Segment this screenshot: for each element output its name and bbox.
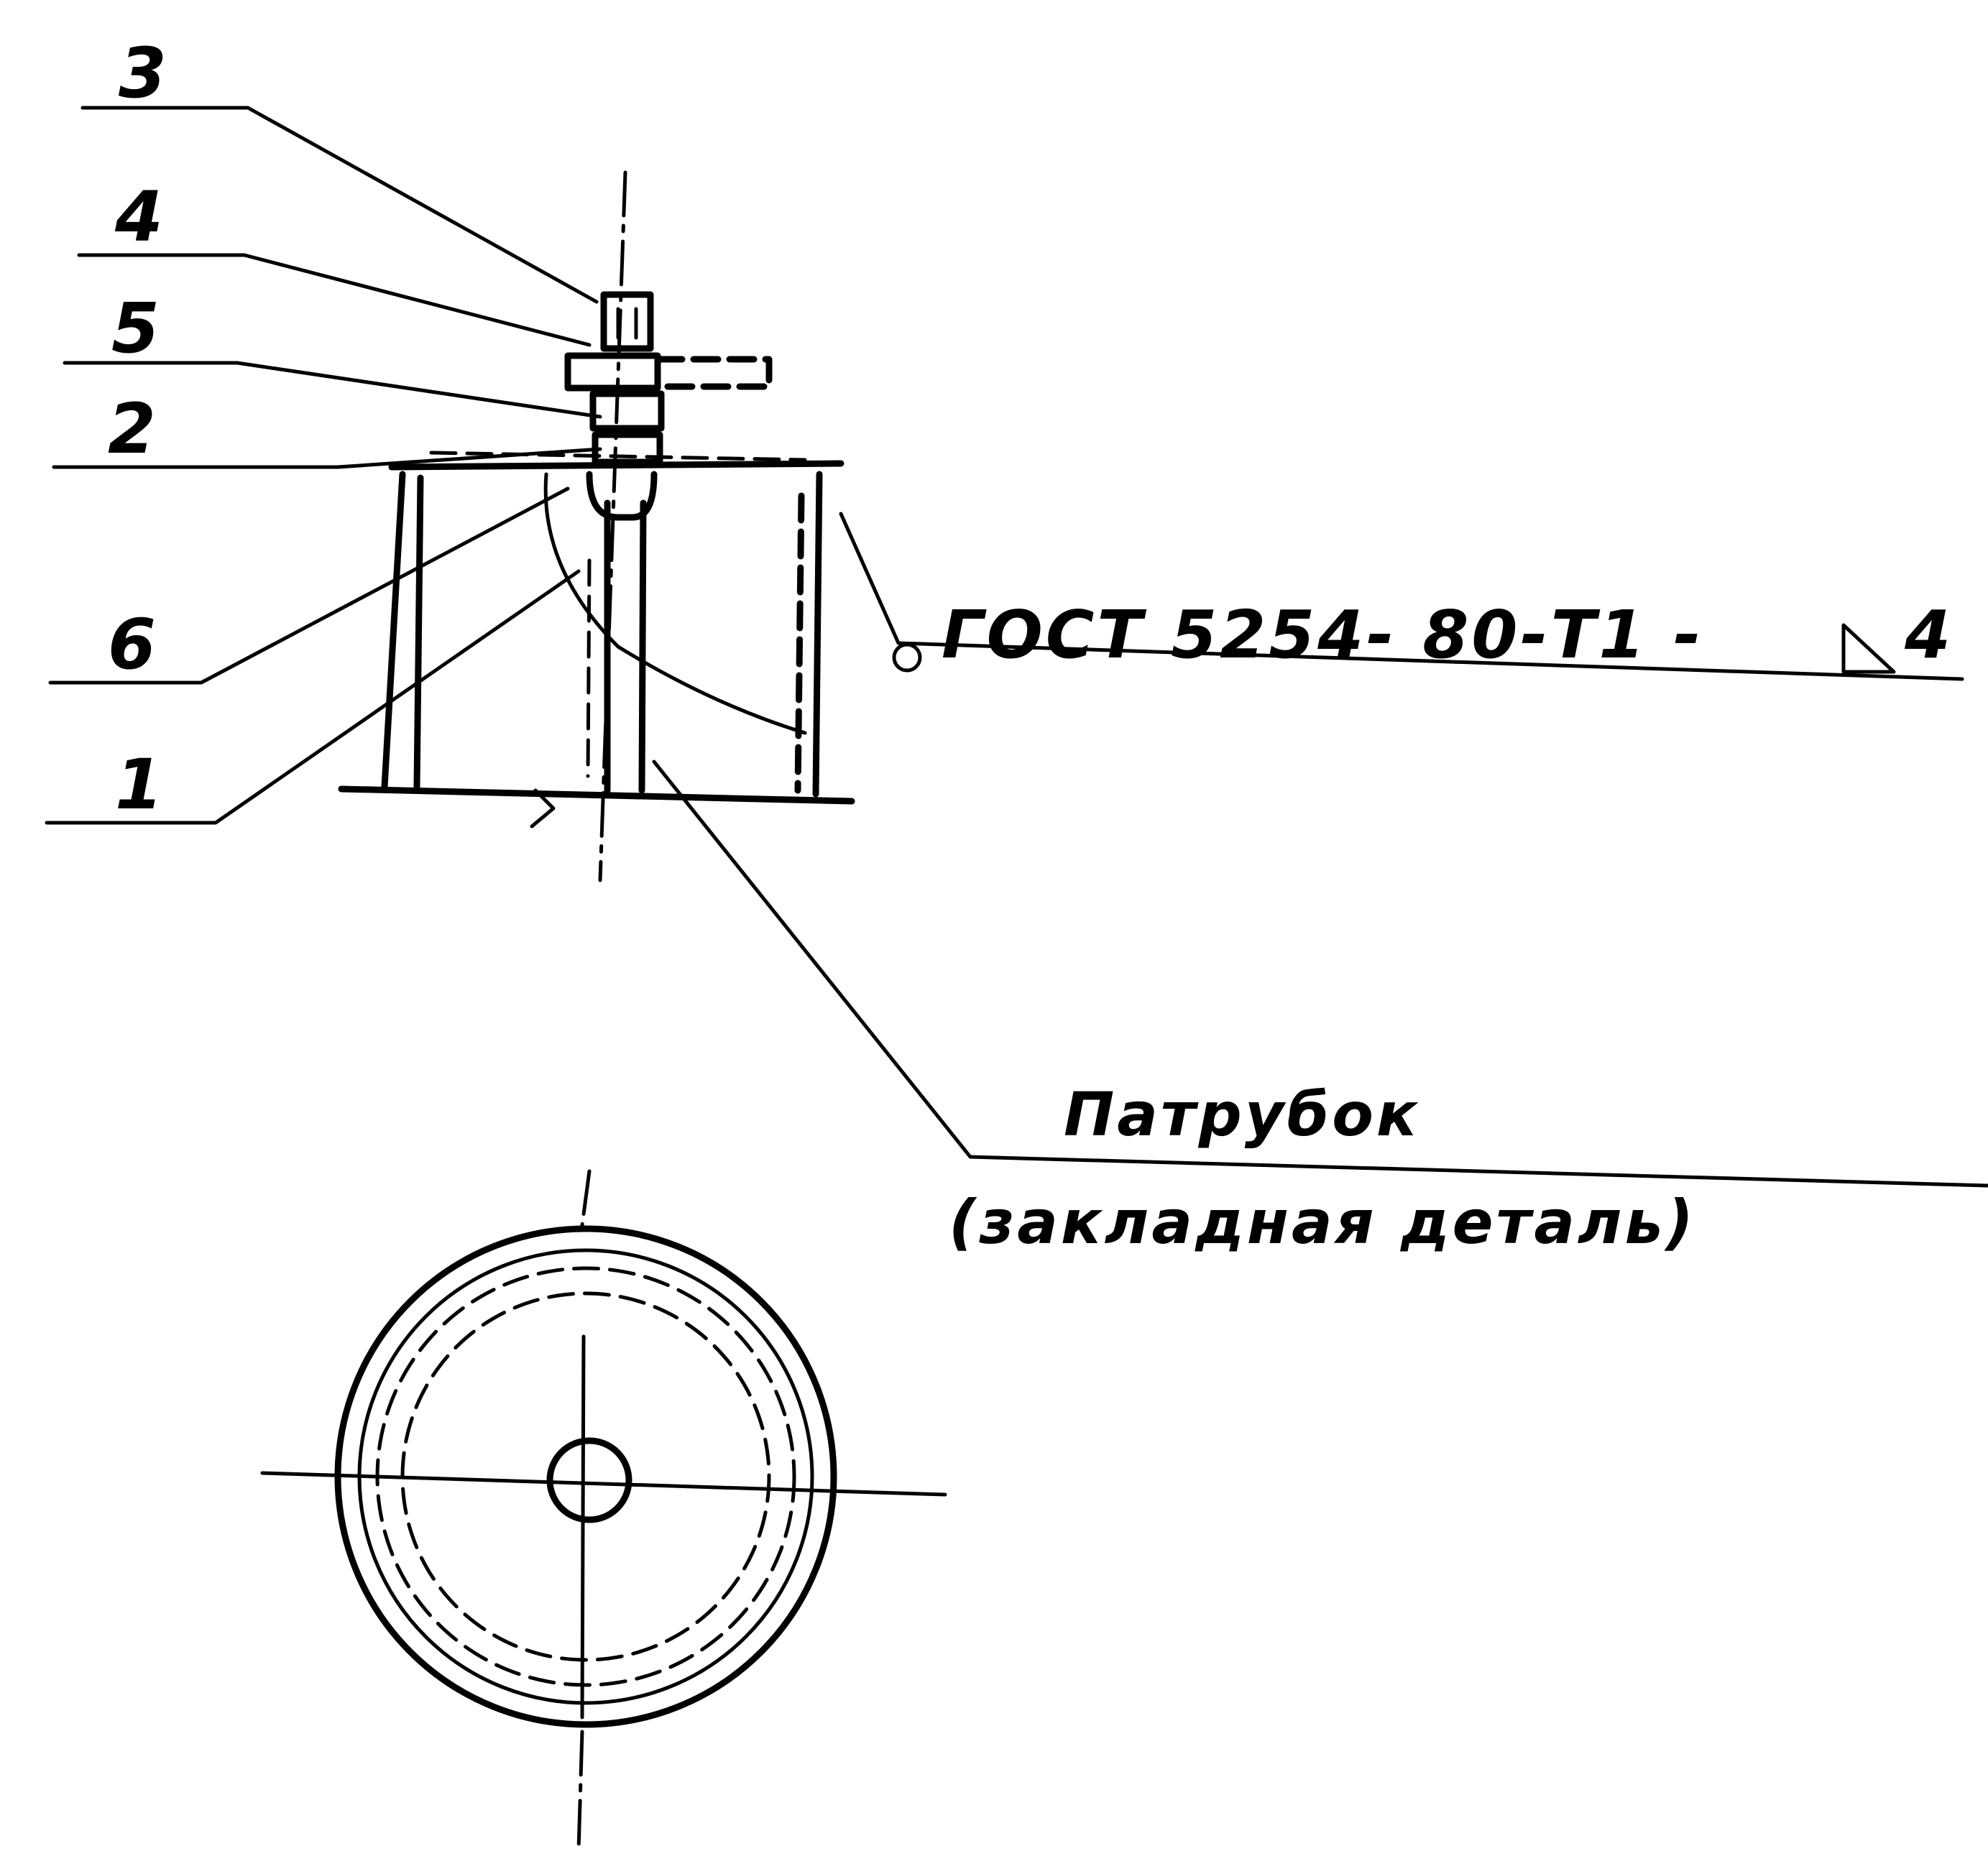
label-item-3: 3 bbox=[119, 33, 167, 114]
part-note-line2: (закладная деталь) bbox=[949, 1187, 1696, 1257]
weld-standard-note: ГОСТ 5254- 80-Т1 - bbox=[942, 596, 1704, 673]
handle-bar bbox=[654, 356, 773, 390]
label-item-6: 6 bbox=[108, 604, 156, 685]
plan-vertical-axis-top bbox=[579, 1169, 592, 1238]
weld-leader-dot bbox=[892, 642, 922, 673]
plan-center-hole bbox=[546, 1437, 632, 1523]
leader-2 bbox=[52, 447, 602, 469]
plan-view bbox=[260, 1169, 947, 1851]
notes: ГОСТ 5254- 80-Т1 - 4 Патрубок (закладная… bbox=[942, 596, 1954, 1257]
weld-curve-left bbox=[543, 472, 620, 649]
part-note-line1: Патрубок bbox=[1064, 1079, 1420, 1150]
item5-nut bbox=[589, 390, 665, 432]
pipe-hidden-line bbox=[586, 558, 592, 778]
plan-vertical-axis-bottom bbox=[576, 1730, 584, 1851]
right-wall-outer bbox=[812, 471, 823, 798]
label-item-2: 2 bbox=[108, 389, 156, 469]
leader-5 bbox=[63, 361, 602, 419]
side-view-center-line bbox=[598, 170, 627, 882]
label-item-5: 5 bbox=[111, 288, 160, 369]
leader-part bbox=[652, 760, 1988, 1188]
top-plate-hidden-line bbox=[429, 451, 807, 462]
item-labels: 3 4 5 2 6 1 bbox=[108, 33, 167, 825]
plan-hidden-circle-1 bbox=[375, 1266, 796, 1687]
leader-weld bbox=[839, 512, 1964, 681]
pipe-right-line bbox=[638, 499, 647, 794]
leader-6 bbox=[48, 486, 570, 685]
weld-leg-triangle bbox=[1841, 623, 1896, 674]
item3-cap bbox=[600, 291, 654, 352]
plan-hidden-circle-2 bbox=[400, 1291, 771, 1662]
weld-leg-size: 4 bbox=[1904, 596, 1954, 673]
plan-outer-circle bbox=[334, 1225, 837, 1728]
plan-second-circle bbox=[357, 1248, 814, 1705]
hub-shape bbox=[586, 471, 658, 521]
label-item-1: 1 bbox=[115, 744, 163, 825]
leader-3 bbox=[80, 106, 599, 304]
plan-vertical-axis bbox=[580, 1334, 586, 1720]
left-wall-inner bbox=[413, 474, 424, 790]
side-view bbox=[338, 170, 855, 882]
item4-plate bbox=[564, 352, 661, 392]
weld-curve-right bbox=[616, 645, 807, 735]
base-line bbox=[338, 785, 855, 805]
leader-1 bbox=[45, 569, 581, 825]
label-item-4: 4 bbox=[114, 177, 163, 257]
leaders bbox=[45, 106, 1988, 1188]
base-break bbox=[530, 788, 556, 828]
plan-horizontal-axis bbox=[260, 1471, 947, 1497]
leader-4 bbox=[77, 253, 592, 347]
left-wall-outer bbox=[381, 471, 406, 790]
right-wall-inner bbox=[794, 492, 805, 794]
